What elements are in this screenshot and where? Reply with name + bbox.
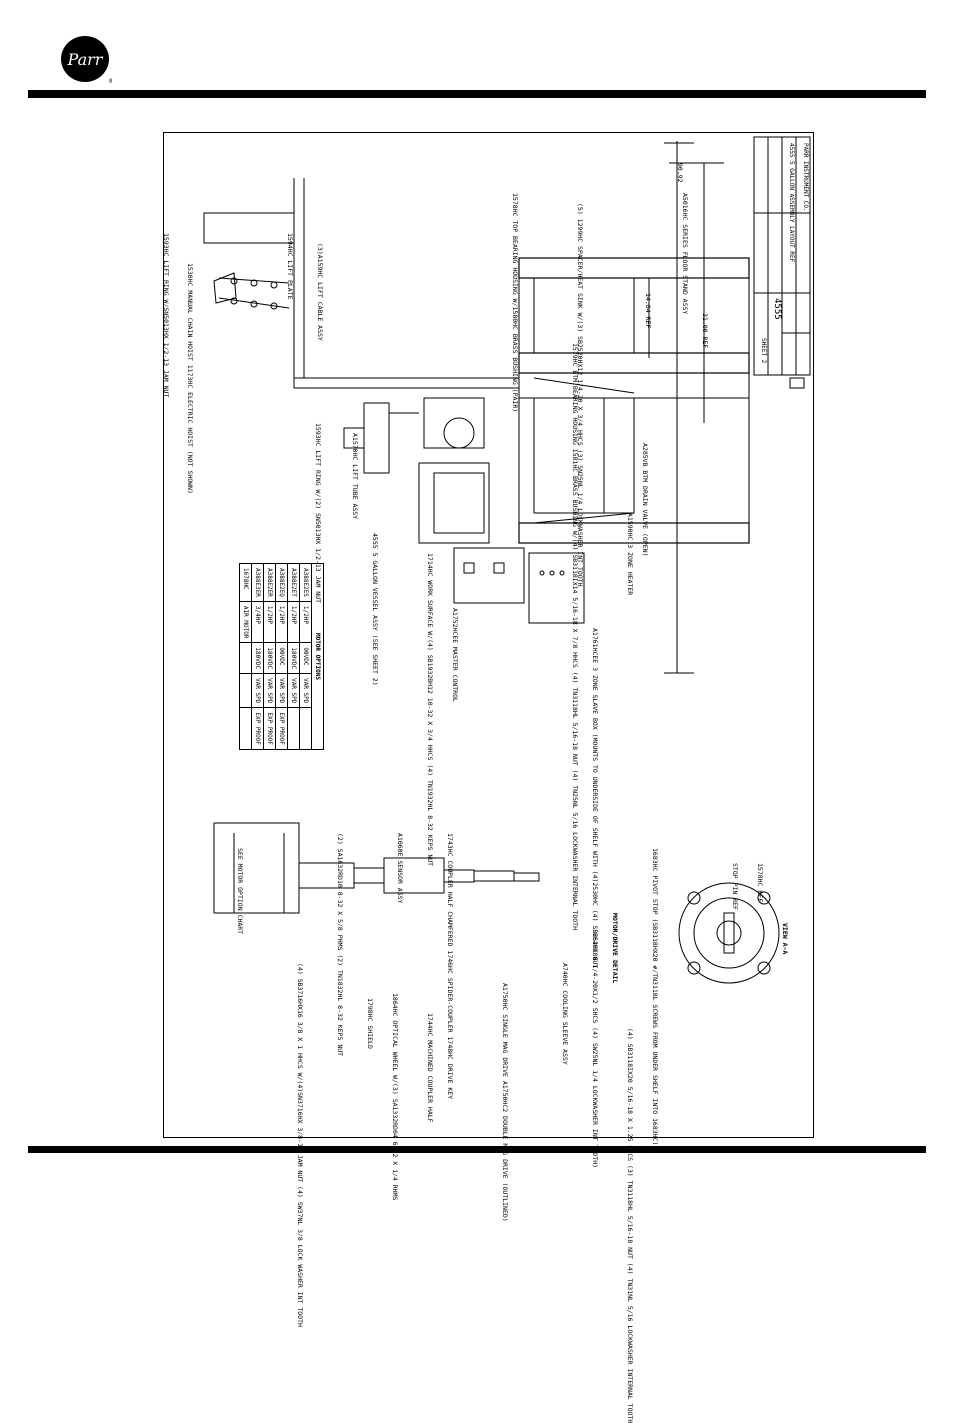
label-view-aa: VIEW A-A [781,923,789,955]
label-btm-bearing: 1579HC BTM BEARING HOUSING 1581HC BRASS … [571,343,579,930]
drawing-linework [203,136,811,984]
label-btm-hhcs: (4) SB3118IX20 5/16-18 X 1.25 HHCS (3) T… [626,1028,634,1423]
label-sensor: A1060E SENSOR ASSY [396,833,404,904]
label-master-control: A1752HCEE MASTER CONTROL [451,608,459,702]
label-mag-drive: A1750HC SINGLE MAG DRIVE A1750HC2 DOUBLE… [501,983,509,1222]
label-ref-1578: 1578HC REF [756,863,764,903]
label-motor-detail: MOTOR/DRIVE DETAIL [611,913,619,984]
title-block-title: 4555 5 GALLON ASSEMBLY LAYOUT REF [788,143,795,263]
label-lift-cable: (3)A159HC LIFT CABLE ASSY [316,243,324,341]
title-block-company: PARR INSTRUMENT CO. [802,143,809,212]
label-motor-chart: SEE MOTOR OPTION CHART [236,848,244,935]
svg-text:Parr: Parr [67,50,104,69]
label-stop-pin: STOP PIN REF [731,863,739,910]
footer-rule [28,1146,926,1153]
dim-overall: 90.92 [676,163,684,183]
label-shield: 1798HC SHIELD [366,998,374,1049]
label-nut-664: 664HC NUT [591,933,599,969]
header-rule [28,90,926,98]
label-btm-drain: A285VB BTM DRAIN VALVE (OPEN) [641,443,649,557]
assembly-drawing: 1593HC LIFT RING W/SN5013HX 1/2-13 JAM N… [162,132,814,1423]
label-hhcs: (4) SB3716HX16 3/8 X 1 HHCS W/(4)SN3716H… [296,963,304,1327]
label-heater: A1590HC 3 ZONE HEATER [626,513,634,596]
label-lift-plate: 1594HC LIFT PLATE [286,233,294,300]
label-lift-ring: 1593HC LIFT RING W/SN5013HX 1/2-13 JAM N… [162,233,170,398]
title-block-sheet: SHEET 2 [760,338,767,364]
label-cooling: A740HC COOLING SLEEVE ASSY [561,963,569,1065]
label-work-surface: 1714HC WORK SURFACE W/(4) SB1932BH12 10-… [426,553,434,867]
dim-width: 31.00 REF [701,313,709,349]
parr-logo: Parr ® [61,36,112,84]
dim-height: 14.64 REF [644,293,652,329]
label-pivot-stop: 1683HC PIVOT STOP (SB3118HX20 #/TN3118L … [651,848,659,1146]
label-pan-head: (2) SA1632RD10 8-32 X 5/8 PHMS (2) TN183… [336,833,344,1057]
label-top-bearing: 1578HC TOP BEARING HOUSING W/1580HC BRAS… [511,193,519,413]
label-optical: 1864HC OPTICAL WHEEL W/(3) SA1332RD04 6-… [391,993,399,1201]
label-vessel: 4555 5 GALLON VESSEL ASSY (SEE SHEET 2) [371,533,379,686]
label-chain-hoist: 1530HC MANUAL CHAIN HOIST 1173HC ELECTRI… [186,263,194,494]
label-floor-stand: A5016HC SERIES FLOOR STAND ASSY [681,193,689,315]
svg-text:®: ® [108,78,112,84]
motor-options-title: MOTOR OPTIONS [311,563,324,750]
label-lift-tube: A1570HC LIFT TUBE ASSY [351,433,359,520]
label-machined: 1744HC MACHINED COUPLER HALF [426,1013,434,1123]
label-coupler: 1743HC COUPLER HALF CHAMFERED 1746HC SPI… [446,833,454,1100]
title-block-drawing-no: 4555 [772,298,782,320]
label-slave-box: A1761HCEE 3 ZONE SLAVE BOX (MOUNTS TO UN… [591,628,599,1169]
